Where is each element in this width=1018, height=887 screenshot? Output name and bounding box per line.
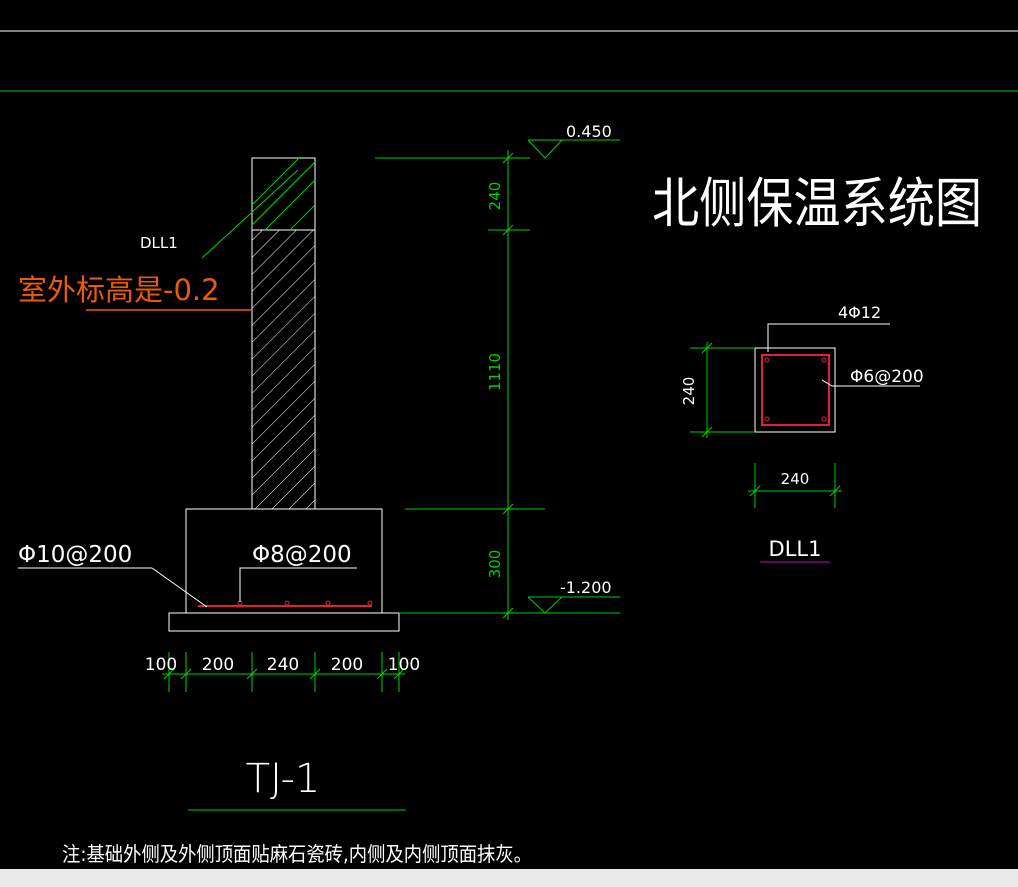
dim-v-300: 300 [486, 550, 504, 579]
wall-hatched [251, 229, 316, 510]
section-width-dimension [748, 463, 842, 508]
vertical-dimension [375, 150, 620, 620]
section-outline [754, 347, 836, 433]
section-height-dimension [690, 342, 755, 438]
beam-dll1 [251, 157, 316, 231]
beam-label: DLL1 [140, 234, 178, 252]
footing-bottom-rebar-leader [151, 567, 208, 608]
footing-top-rebar-leader [239, 567, 357, 602]
footing-rebar-dots [237, 600, 373, 606]
section-name: DLL1 [769, 537, 822, 561]
section-long-rebar-leader [767, 323, 890, 352]
dim-v-1110: 1110 [486, 353, 504, 391]
drawing-name: TJ-1 [246, 756, 321, 802]
horizontal-dimension [162, 652, 405, 692]
status-bar [0, 869, 1018, 887]
level-marker-bottom [527, 596, 620, 614]
section-height-text: 240 [680, 377, 698, 406]
level-bottom-text: -1.200 [560, 578, 612, 597]
footing-bottom-rebar-label: Φ10@200 [18, 542, 132, 568]
level-marker-top [527, 139, 620, 159]
note-text: 注:基础外侧及外侧顶面贴麻石瓷砖,内侧及内侧顶面抹灰。 [62, 842, 532, 866]
section-corner-bars [764, 357, 827, 422]
dim-h-3: 200 [331, 655, 363, 675]
outdoor-elevation-text: 室外标高是-0.2 [18, 273, 220, 307]
beam-concrete-hatch [251, 157, 316, 231]
dim-h-4: 100 [388, 655, 420, 675]
beam-leader [201, 169, 299, 259]
section-stirrup-leader [821, 379, 920, 387]
level-top-text: 0.450 [566, 122, 612, 141]
section-width-text: 240 [781, 470, 810, 488]
footing-blinding [168, 612, 400, 632]
drawing-title: 北侧保温系统图 [652, 172, 982, 235]
dim-h-0: 100 [145, 655, 177, 675]
dim-h-1: 200 [202, 655, 234, 675]
section-long-rebar-label: 4Φ12 [838, 303, 881, 322]
section-stirrup [761, 354, 830, 426]
dim-v-240: 240 [486, 182, 504, 211]
section-stirrup-label: Φ6@200 [850, 367, 924, 387]
footing-top-rebar-label: Φ8@200 [252, 542, 352, 568]
dim-h-2: 240 [267, 655, 299, 675]
